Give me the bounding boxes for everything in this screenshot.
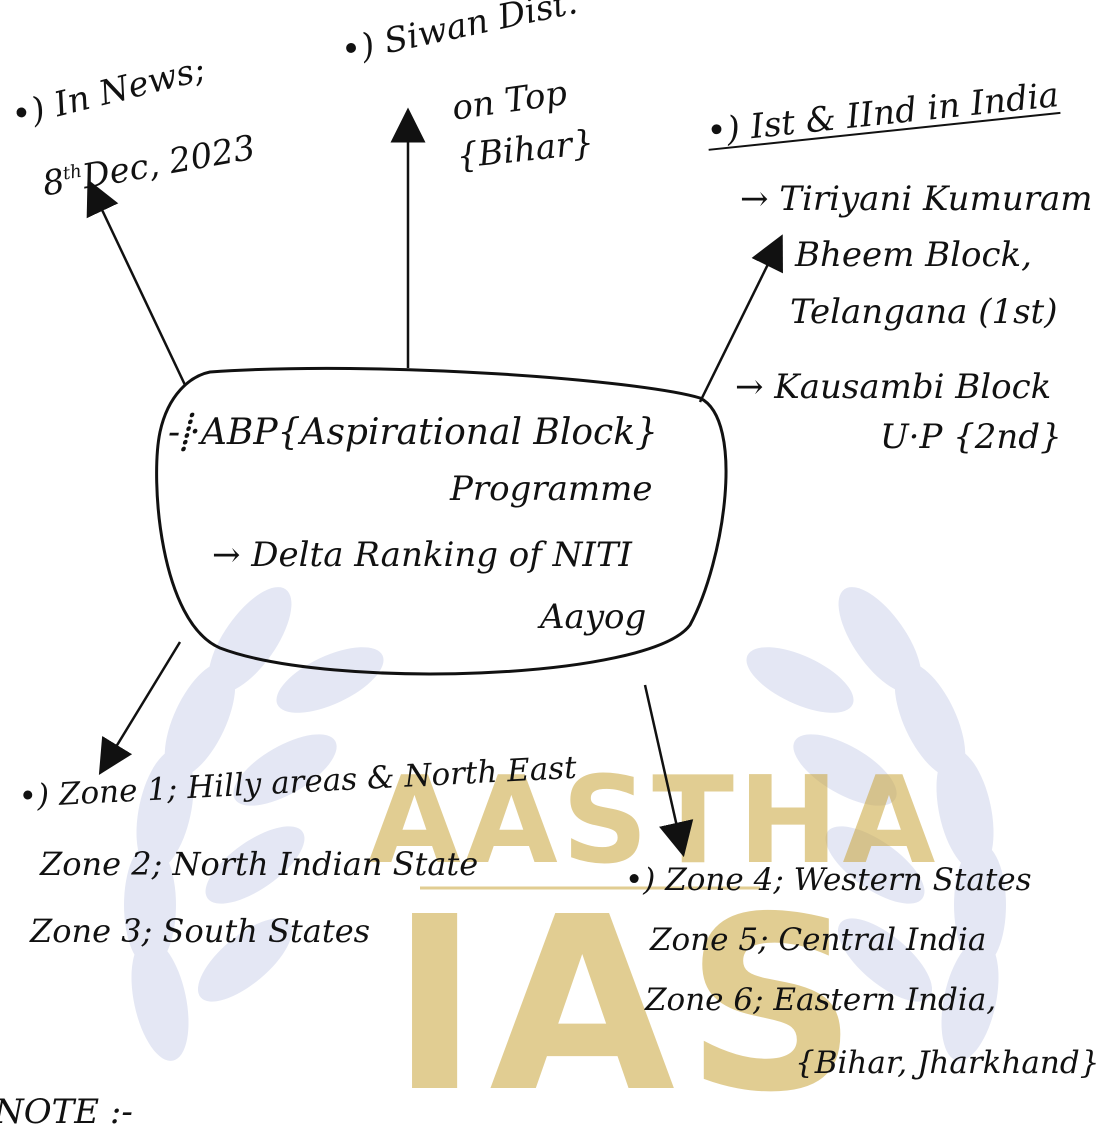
zone2-text: Zone 2; North Indian State	[40, 845, 479, 883]
ranking-second-line1: → Kausambi Block	[735, 367, 1052, 407]
center-line1: -⸽·ABP{Aspirational Block}	[168, 412, 658, 453]
ranking-first-line2: Bheem Block,	[795, 235, 1032, 275]
arrow-to-ranking	[698, 234, 783, 403]
ranking-first-line3: Telangana (1st)	[790, 292, 1058, 332]
note-fragment: NOTE :-	[0, 1092, 133, 1132]
center-line3: → Delta Ranking of NITI	[212, 535, 632, 575]
arrow-to-zones-right	[643, 684, 694, 858]
watermark-line1: AASTHA	[368, 752, 940, 891]
zone3-text: Zone 3; South States	[30, 912, 371, 950]
zone5-text: Zone 5; Central India	[650, 922, 987, 958]
arrow-to-news	[86, 179, 187, 386]
zone4-text: •) Zone 4; Western States	[625, 862, 1032, 898]
center-line2: Programme	[450, 469, 653, 509]
zone6-text: Zone 6; Eastern India,	[645, 982, 997, 1018]
watermark-line2: IAS	[390, 865, 868, 1145]
central-blob	[155, 366, 728, 676]
ranking-first-line1: → Tiriyani Kumuram	[740, 179, 1093, 219]
ranking-second-line2: U·P {2nd}	[880, 417, 1062, 457]
center-line4: Aayog	[540, 597, 647, 637]
arrow-to-zones-left	[98, 641, 182, 775]
zone6-sub-text: {Bihar, Jharkhand}	[795, 1045, 1100, 1081]
